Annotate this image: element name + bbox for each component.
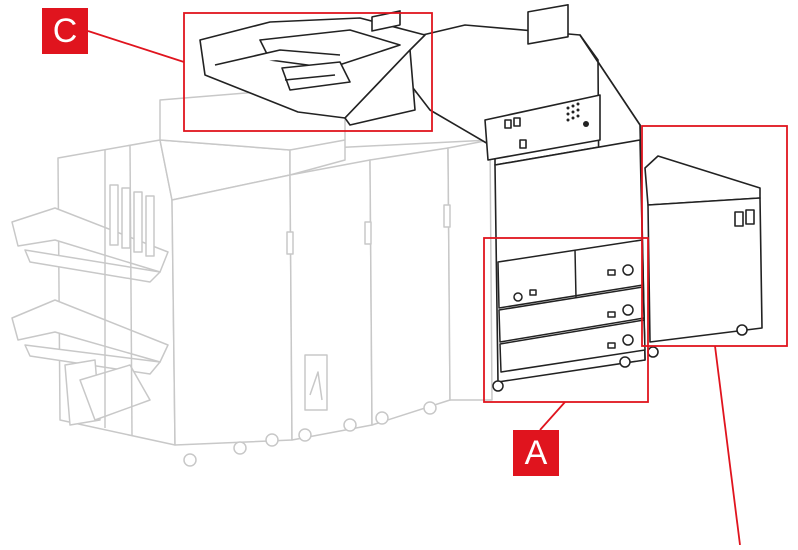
leader-line-deck: [714, 345, 741, 546]
callout-label-c: C: [42, 8, 88, 54]
document-feeder: [199, 10, 426, 126]
paper-drawers: [492, 239, 646, 392]
leader-line-c: [87, 30, 185, 63]
callout-box-c: [183, 12, 433, 132]
middle-units-faded: [159, 84, 493, 441]
callout-label-a: A: [513, 430, 559, 476]
finisher-unit-faded: [11, 139, 293, 446]
leader-line-a: [539, 401, 566, 431]
callout-frames: [183, 12, 788, 403]
callout-box-a: [483, 237, 649, 403]
side-paper-deck: [644, 155, 763, 358]
casters-faded: [183, 401, 437, 467]
callout-box-deck: [641, 125, 788, 347]
leader-lines: [87, 30, 741, 546]
